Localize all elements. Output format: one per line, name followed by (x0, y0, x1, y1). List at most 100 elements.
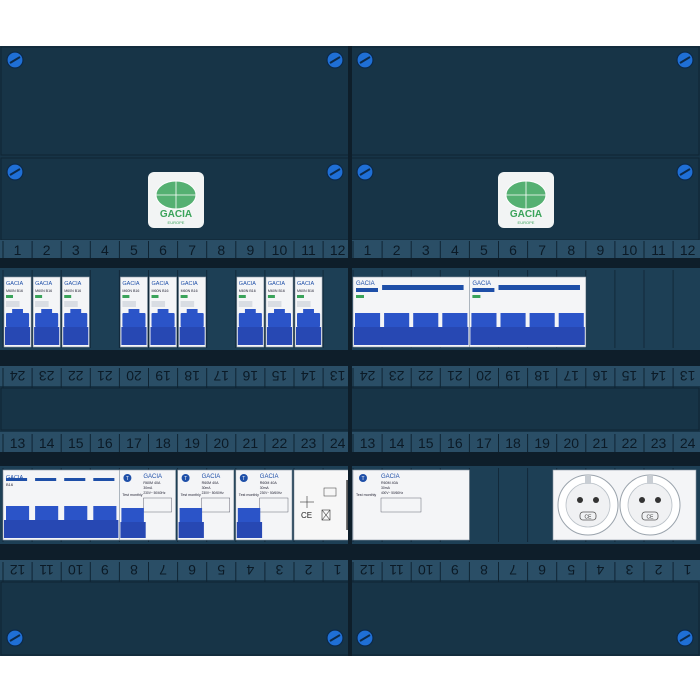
module-number: 13 (330, 368, 346, 384)
test-label: Test monthly (181, 493, 201, 497)
breaker-toggle[interactable] (500, 313, 526, 327)
module-number: 14 (39, 435, 55, 451)
breaker-toggle[interactable] (35, 506, 59, 520)
module-number: 6 (188, 562, 196, 578)
module-number: 11 (389, 562, 404, 578)
breaker-toggle[interactable] (64, 506, 88, 520)
breaker-toggle[interactable] (237, 508, 261, 522)
breaker-toggle[interactable] (93, 506, 117, 520)
test-button[interactable] (239, 474, 248, 482)
four-pole-breaker[interactable]: GACIA (469, 276, 587, 348)
breaker-toggle[interactable] (297, 313, 321, 327)
module-number: 20 (126, 368, 142, 384)
module-number: 18 (505, 435, 521, 451)
module-number: 12 (360, 562, 376, 578)
module-number: 8 (130, 562, 138, 578)
schuko-sockets: CE CE (552, 469, 697, 541)
module-number: 18 (534, 368, 550, 384)
module-number: 5 (480, 242, 488, 258)
breaker-toggle[interactable] (558, 313, 584, 327)
module-number: 5 (567, 562, 575, 578)
test-button[interactable] (181, 474, 190, 482)
breaker-toggle[interactable] (64, 313, 88, 327)
module-number: 1 (14, 242, 22, 258)
module-number: 7 (188, 242, 196, 258)
breaker-toggle[interactable] (122, 313, 146, 327)
breaker-toggle[interactable] (355, 313, 381, 327)
module-number: 16 (592, 368, 608, 384)
module-number: 16 (97, 435, 113, 451)
breaker-toggle[interactable] (471, 313, 497, 327)
breaker-brand: GACIA (202, 474, 221, 480)
breaker-toggle[interactable] (384, 313, 410, 327)
breaker-toggle[interactable] (180, 313, 204, 327)
breaker-brand: GACIA (297, 281, 314, 287)
breaker-toggle[interactable] (267, 313, 291, 327)
middle-cover-left (0, 387, 350, 431)
ce-mark: CE (301, 511, 312, 520)
breaker-toggle[interactable] (413, 313, 439, 327)
module-number: 10 (622, 242, 638, 258)
screw-icon (6, 51, 24, 69)
breaker-toggle[interactable] (121, 508, 144, 522)
rcd-sensitivity: 30mA (260, 486, 270, 490)
module-number: 24 (10, 368, 26, 384)
breaker-brand: GACIA (6, 281, 23, 287)
test-button[interactable] (359, 474, 367, 482)
breaker-toggle[interactable] (6, 506, 30, 520)
module-number: 15 (418, 435, 434, 451)
breaker-toggle[interactable] (529, 313, 555, 327)
gacia-logo-left: GACIA EUROPE (148, 172, 204, 228)
module-number: 4 (451, 242, 459, 258)
module-number: 13 (680, 368, 696, 384)
ce-mark: CE (585, 515, 593, 521)
module-number: 22 (68, 368, 84, 384)
breaker-toggle[interactable] (238, 313, 262, 327)
module-number: 3 (422, 242, 430, 258)
screw-icon (326, 51, 344, 69)
breaker-toggle[interactable] (442, 313, 468, 327)
test-button[interactable] (123, 474, 132, 482)
module-number: 2 (43, 242, 51, 258)
breaker-toggle[interactable] (35, 313, 59, 327)
module-number: 11 (39, 562, 54, 578)
rcd-sensitivity: 30mA (202, 486, 212, 490)
breaker-toggle[interactable] (151, 313, 175, 327)
breaker-brand: GACIA (239, 281, 256, 287)
module-number: 3 (72, 242, 80, 258)
module-number: 19 (505, 368, 521, 384)
module-number: 3 (275, 562, 283, 578)
rcd-sensitivity: 30mA (143, 486, 153, 490)
module-number: 7 (159, 562, 167, 578)
module-number: 6 (509, 242, 517, 258)
breaker-rating: M60N B16 (122, 289, 139, 293)
schuko-socket[interactable]: CE (557, 474, 619, 536)
four-pole-breaker[interactable]: GACIAB16 (2, 469, 120, 541)
schuko-socket[interactable]: CE (619, 474, 681, 536)
four-pole-breaker[interactable]: GACIA (352, 276, 470, 348)
screw-icon (676, 51, 694, 69)
module-number: 19 (155, 368, 171, 384)
breaker-toggle[interactable] (6, 313, 30, 327)
top-cover-right (350, 46, 700, 156)
rcd-model: R60M 40A (381, 481, 399, 485)
screw-icon (356, 163, 374, 181)
module-number: 17 (126, 435, 142, 451)
module-number: 4 (101, 242, 109, 258)
breaker-toggle[interactable] (179, 508, 203, 522)
breaker-brand: GACIA (268, 281, 285, 287)
